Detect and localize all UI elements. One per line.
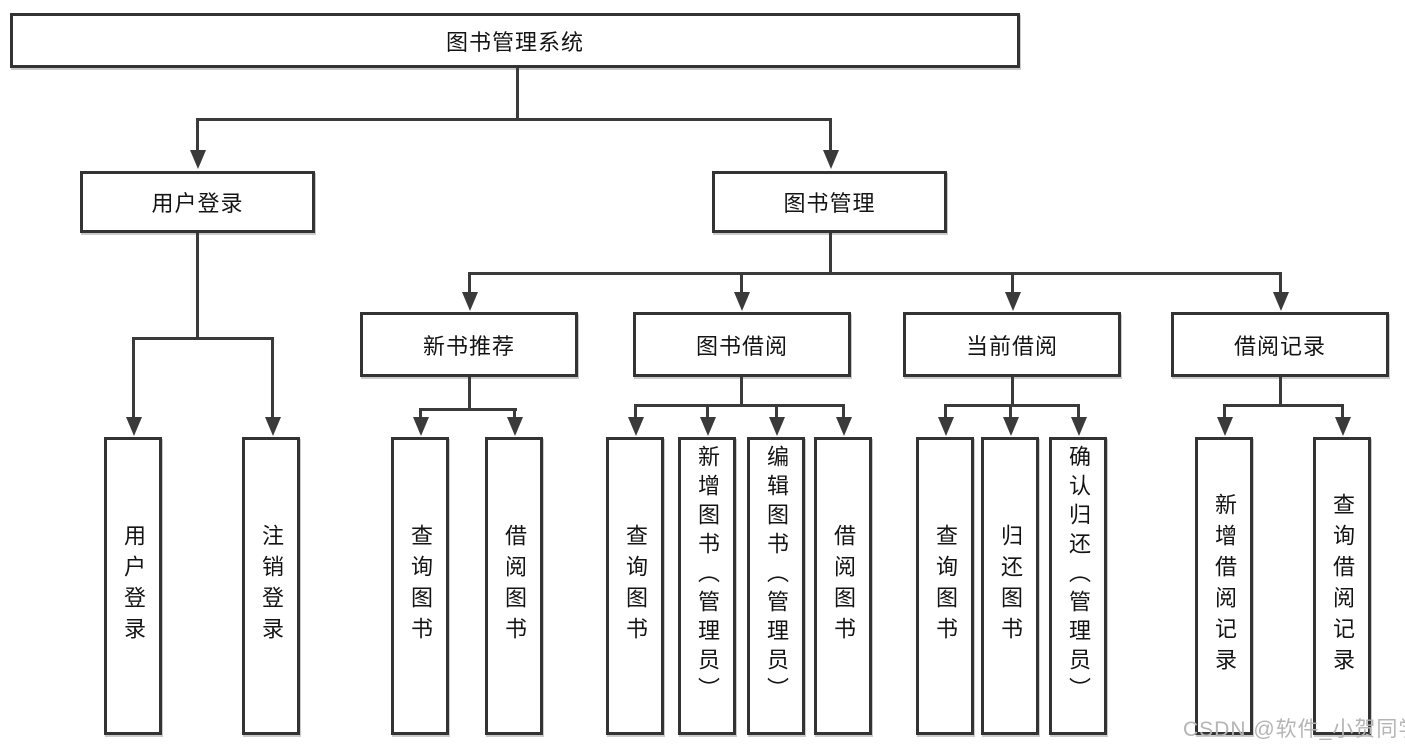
node-root-label: 图书管理系统 (445, 29, 584, 55)
connector-line (1223, 404, 1344, 407)
watermark: CSDN @软件_小贺同学 (1183, 718, 1405, 741)
arrow-down-icon (1335, 417, 1351, 436)
arrow-down-icon (507, 417, 523, 436)
connector-line (132, 337, 274, 340)
connector-line (634, 404, 845, 407)
node-book-borrow-label: 图书借阅 (695, 333, 788, 359)
connector-line (1011, 272, 1014, 294)
connector-line (196, 233, 199, 339)
arrow-down-icon (413, 417, 429, 436)
connector-line (829, 233, 832, 274)
node-new-book-recommend: 新书推荐 (360, 312, 578, 377)
leaf-query-books-recommend: 查询图书 (391, 437, 449, 735)
leaf-return-books: 归还图书 (981, 437, 1039, 735)
connector-line (944, 404, 1080, 407)
arrow-down-icon (1273, 292, 1289, 311)
arrow-down-icon (734, 292, 750, 311)
leaf-query-borrow-record: 查询借阅记录 (1313, 437, 1371, 735)
node-root: 图书管理系统 (10, 13, 1020, 68)
node-borrow-records-label: 借阅记录 (1233, 333, 1326, 359)
leaf-borrow-books-borrow: 借阅图书 (814, 437, 872, 735)
node-borrow-records: 借阅记录 (1171, 312, 1389, 377)
connector-line (740, 272, 743, 294)
connector-line (196, 118, 832, 121)
arrow-down-icon (836, 417, 852, 436)
arrow-down-icon (700, 417, 716, 436)
node-current-borrow-label: 当前借阅 (965, 333, 1058, 359)
arrow-down-icon (769, 417, 785, 436)
connector-line (944, 404, 947, 419)
arrow-down-icon (462, 292, 478, 311)
connector-line (842, 404, 845, 419)
connector-line (775, 404, 778, 419)
connector-line (419, 408, 422, 420)
arrow-down-icon (1003, 417, 1019, 436)
node-new-book-recommend-label: 新书推荐 (422, 333, 515, 359)
connector-line (419, 408, 517, 411)
leaf-confirm-return-admin: 确认归还（管理员） (1049, 437, 1107, 735)
arrow-down-icon (190, 150, 206, 169)
connector-line (468, 377, 471, 410)
leaf-user-login: 用户登录 (104, 437, 162, 735)
connector-line (1279, 272, 1282, 294)
node-user-login-label: 用户登录 (151, 191, 244, 216)
leaf-edit-book-admin: 编辑图书（管理员） (747, 437, 805, 735)
connector-line (740, 377, 743, 406)
connector-line (516, 68, 519, 121)
node-book-management: 图书管理 (712, 171, 947, 233)
node-current-borrow: 当前借阅 (903, 312, 1121, 377)
arrow-down-icon (1217, 417, 1233, 436)
connector-line (271, 337, 274, 419)
connector-line (196, 118, 199, 152)
connector-line (513, 408, 516, 420)
leaf-logout: 注销登录 (242, 437, 300, 735)
leaf-add-borrow-record: 新增借阅记录 (1195, 437, 1253, 735)
connector-line (1009, 404, 1012, 419)
node-user-login: 用户登录 (80, 171, 315, 233)
leaf-query-books-borrow: 查询图书 (606, 437, 664, 735)
arrow-down-icon (265, 417, 281, 436)
connector-line (468, 272, 1282, 275)
connector-line (829, 118, 832, 152)
arrow-down-icon (628, 417, 644, 436)
connector-line (1223, 404, 1226, 419)
leaf-borrow-books-recommend: 借阅图书 (485, 437, 543, 735)
connector-line (1077, 404, 1080, 419)
connector-line (132, 337, 135, 419)
leaf-query-books-current: 查询图书 (916, 437, 974, 735)
arrow-down-icon (126, 417, 142, 436)
connector-line (634, 404, 637, 419)
leaf-add-book-admin: 新增图书（管理员） (678, 437, 736, 735)
arrow-down-icon (1005, 292, 1021, 311)
connector-line (1279, 377, 1282, 406)
connector-line (468, 272, 471, 294)
connector-line (1341, 404, 1344, 419)
arrow-down-icon (1071, 417, 1087, 436)
arrow-down-icon (938, 417, 954, 436)
node-book-management-label: 图书管理 (783, 191, 876, 216)
node-book-borrow: 图书借阅 (633, 312, 851, 377)
connector-line (1011, 377, 1014, 406)
connector-line (706, 404, 709, 419)
arrow-down-icon (823, 150, 839, 169)
